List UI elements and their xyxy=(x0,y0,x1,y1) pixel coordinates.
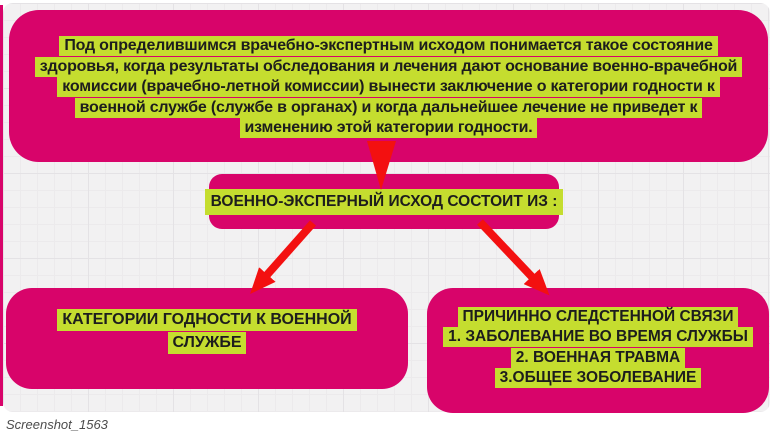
highlighted-text: ВОЕННО-ЭКСПЕРНЫЙ ИСХОД СОСТОИТ ИЗ : xyxy=(204,188,564,215)
highlighted-text: ПРИЧИННО СЛЕДСТЕННОЙ СВЯЗИ xyxy=(457,306,739,327)
highlighted-text: 3.ОБЩЕЕ ЗОБОЛЕВАНИЕ xyxy=(494,368,702,388)
highlighted-text: Под определившимся врачебно-экспертным и… xyxy=(59,36,718,56)
highlighted-text: 1. ЗАБОЛЕВАНИЕ ВО ВРЕМЯ СЛУЖБЫ xyxy=(443,327,753,347)
text-line: ПРИЧИННО СЛЕДСТЕННОЙ СВЯЗИ xyxy=(457,306,739,328)
highlighted-text: СЛУЖБЕ xyxy=(167,331,247,354)
text-line: Под определившимся врачебно-экспертным и… xyxy=(9,36,768,57)
causal-relationship-box: ПРИЧИННО СЛЕДСТЕННОЙ СВЯЗИ 1. ЗАБОЛЕВАНИ… xyxy=(427,288,769,413)
text-line: изменению этой категории годности. xyxy=(9,118,768,139)
text-line: 3.ОБЩЕЕ ЗОБОЛЕВАНИЕ xyxy=(494,368,702,389)
text-line: 1. ЗАБОЛЕВАНИЕ ВО ВРЕМЯ СЛУЖБЫ xyxy=(443,327,753,348)
highlighted-text: здоровья, когда результаты обследования … xyxy=(34,56,743,77)
highlighted-text: комиссии (врачебно-летной комиссии) выне… xyxy=(57,77,720,97)
text-line: комиссии (врачебно-летной комиссии) выне… xyxy=(9,77,768,98)
definition-box: Под определившимся врачебно-экспертным и… xyxy=(9,10,768,162)
highlighted-text: военной службе (службе в органах) и когд… xyxy=(74,97,703,118)
category-box: КАТЕГОРИИ ГОДНОСТИ К ВОЕННОЙ СЛУЖБЕ xyxy=(6,288,408,389)
highlighted-text: изменению этой категории годности. xyxy=(239,118,538,138)
text-line: СЛУЖБЕ xyxy=(167,331,247,355)
text-line: здоровья, когда результаты обследования … xyxy=(9,56,768,78)
text-line: военной службе (службе в органах) и когд… xyxy=(9,97,768,119)
screenshot-caption: Screenshot_1563 xyxy=(6,417,108,431)
highlighted-text: 2. ВОЕННАЯ ТРАВМА xyxy=(510,347,686,368)
text-line: КАТЕГОРИИ ГОДНОСТИ К ВОЕННОЙ xyxy=(57,308,357,332)
highlighted-text: КАТЕГОРИИ ГОДНОСТИ К ВОЕННОЙ xyxy=(57,308,357,331)
outcome-box: ВОЕННО-ЭКСПЕРНЫЙ ИСХОД СОСТОИТ ИЗ : xyxy=(204,174,564,229)
left-edge-strip xyxy=(0,5,3,406)
text-line: 2. ВОЕННАЯ ТРАВМА xyxy=(510,347,686,369)
